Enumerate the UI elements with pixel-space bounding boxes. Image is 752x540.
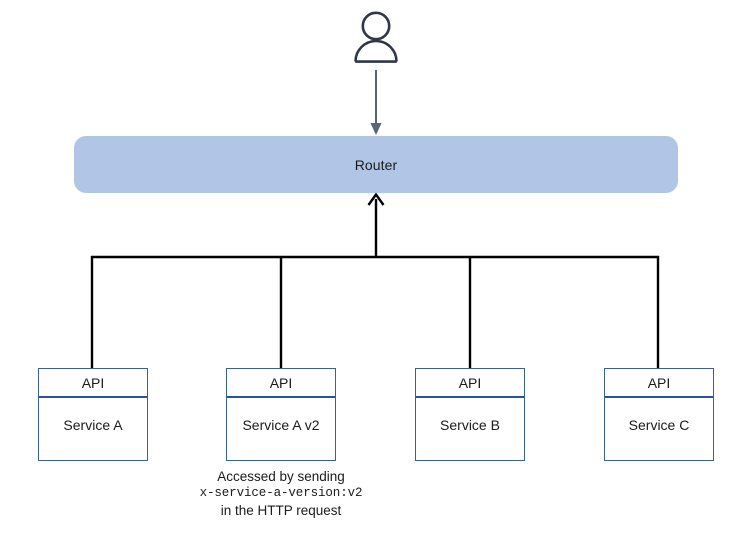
request-arrow-down	[370, 70, 382, 135]
caption-line-header-value: x-service-a-version:v2	[199, 486, 363, 500]
service-body: Service B	[416, 398, 524, 460]
service-node-service-a-v2[interactable]: API Service A v2	[226, 368, 336, 461]
service-node-service-a[interactable]: API Service A	[38, 368, 148, 461]
service-header-label: API	[81, 374, 105, 391]
service-node-service-b[interactable]: API Service B	[415, 368, 525, 461]
service-body: Service A	[39, 398, 147, 460]
service-header: API	[605, 369, 713, 398]
caption-line-1: Accessed by sending	[217, 469, 345, 484]
service-header: API	[227, 369, 335, 398]
service-header-label: API	[647, 374, 671, 391]
service-name-label: Service A	[63, 417, 123, 433]
service-name-label: Service A v2	[242, 417, 320, 433]
user-person-icon	[345, 8, 407, 68]
service-a-v2-caption: Accessed by sending x-service-a-version:…	[181, 468, 381, 519]
router-label: Router	[354, 156, 398, 173]
response-arrow-up	[367, 192, 385, 257]
router-node[interactable]: Router	[74, 136, 678, 193]
service-header: API	[39, 369, 147, 398]
service-name-label: Service B	[440, 417, 500, 433]
service-header: API	[416, 369, 524, 398]
service-name-label: Service C	[628, 417, 690, 433]
service-header-label: API	[458, 374, 482, 391]
service-body: Service C	[605, 398, 713, 460]
service-body: Service A v2	[227, 398, 335, 460]
service-node-service-c[interactable]: API Service C	[604, 368, 714, 461]
service-header-label: API	[269, 374, 293, 391]
caption-line-3: in the HTTP request	[220, 503, 342, 518]
